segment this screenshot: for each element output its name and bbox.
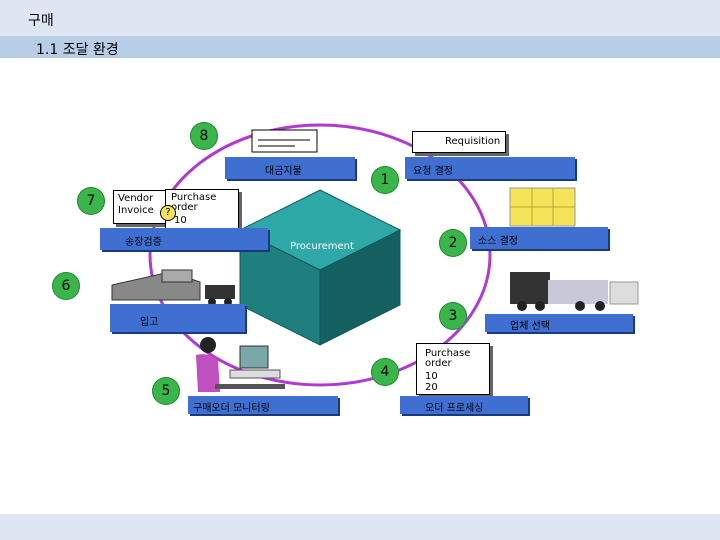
step-1-number: 1 [371,166,399,194]
factory-icon [111,269,235,306]
title-bar [0,0,720,36]
person-computer-icon [196,337,285,392]
step-7-number: 7 [77,187,105,215]
po-top-line2: order [171,202,198,213]
step-4-number: 4 [371,358,399,386]
po-top-line1: Purchase [171,192,217,203]
subtitle-bar [0,36,720,58]
step-2-label: 소스 결정 [470,227,608,249]
page-title: 구매 [28,13,54,29]
step-5-number: 5 [152,377,180,405]
footer-bar [0,514,720,540]
vendor-invoice-doc: Vendor Invoice [113,190,167,224]
purchase-order-doc-top: Purchase order 10 [165,189,239,231]
step-6-number: 6 [52,272,80,300]
step-1-label: 요청 결정 [405,157,575,179]
warehouse-icon [509,187,576,227]
purchase-order-doc-bottom: Purchase order 10 20 [416,343,490,395]
center-label: Procurement [290,241,354,252]
po-bottom-value2: 20 [425,382,438,393]
question-badge: ? [160,205,176,221]
cycle-ring [148,123,492,387]
po-bottom-line2: order [425,358,452,369]
question-mark: ? [165,207,171,218]
step-3-number: 3 [439,302,467,330]
step-2-number: 2 [439,229,467,257]
requisition-text: Requisition [445,136,501,147]
po-bottom-value1: 10 [425,371,438,382]
requisition-doc: Requisition [412,131,506,153]
step-5-label: 구매오더 모니터링 [188,396,338,414]
vendor-invoice-line2: Invoice [118,205,154,216]
procurement-cube [238,189,402,346]
trucks-icon [510,272,639,311]
step-8-label: 대금지불 [225,157,355,179]
cheque-icon [251,129,318,153]
vendor-invoice-line1: Vendor [118,193,154,204]
po-bottom-line1: Purchase [425,348,471,359]
po-top-value: 10 [174,215,187,226]
step-6-label: 입고 [110,304,245,332]
section-subtitle: 1.1 조달 환경 [36,42,119,58]
step-3-label: 업체 선택 [485,314,633,332]
step-4-label: 오더 프로세싱 [400,396,528,414]
step-7-label: 송장검증 [100,228,268,250]
step-8-number: 8 [190,122,218,150]
